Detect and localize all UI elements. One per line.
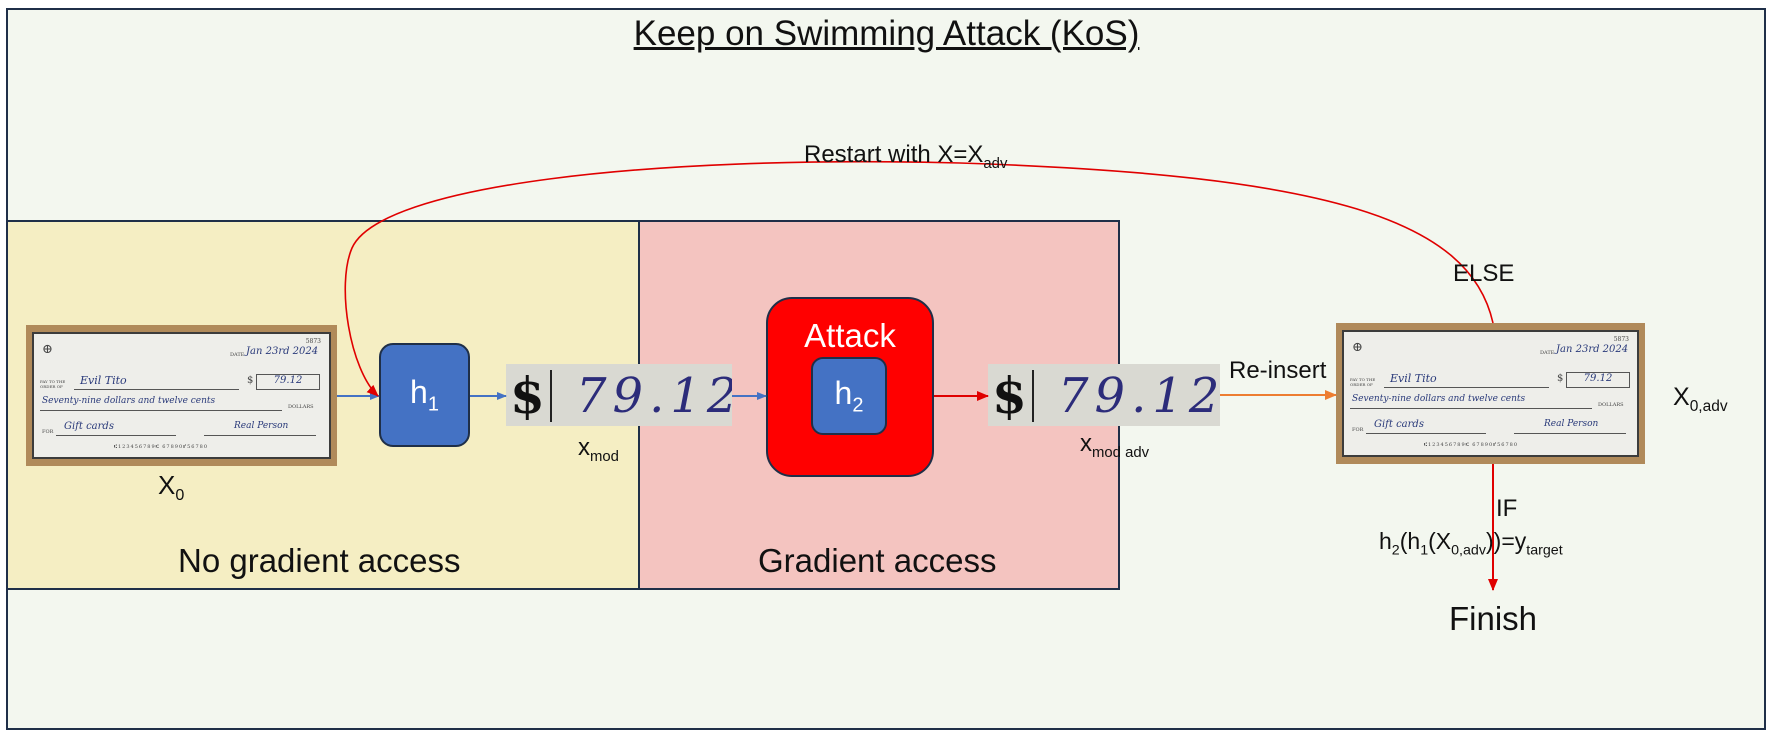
h2-model-box: h2	[811, 357, 887, 435]
check-face: ⊕ 5873 DATE Jan 23rd 2024 PAY TO THE ORD…	[32, 332, 331, 459]
h2-label: h2	[834, 374, 864, 417]
x0-label: X0	[158, 470, 185, 505]
x0adv-label: X0,adv	[1673, 383, 1728, 415]
arrow-restart-loop	[344, 160, 1494, 397]
original-check-image: ⊕ 5873 DATE Jan 23rd 2024 PAY TO THE ORD…	[26, 325, 337, 466]
check-amount-box: 79.12	[256, 374, 320, 390]
check-dollars-label: DOLLARS	[1598, 402, 1624, 408]
check-memo: Gift cards	[64, 421, 114, 432]
check-routing: ⑆123456789⑆ 67890⑈56780	[1424, 442, 1519, 448]
check-written-amount: Seventy-nine dollars and twelve cents	[42, 396, 216, 406]
attack-label: Attack	[804, 317, 896, 354]
check-payee: Evil Tito	[80, 374, 127, 387]
gradient-label: Gradient access	[758, 542, 997, 579]
xmod-adv-amount-crop: $ 79.12	[988, 364, 1220, 426]
finish-label: Finish	[1449, 600, 1538, 637]
check-signature: Real Person	[1544, 419, 1599, 429]
xmod-adv-label: xmod adv	[1080, 430, 1150, 461]
check-dollars-label: DOLLARS	[288, 404, 314, 410]
check-written-amount: Seventy-nine dollars and twelve cents	[1352, 394, 1526, 404]
restart-label: Restart with X=Xadv	[804, 141, 1008, 172]
adversarial-check-image: ⊕ 5873 DATE Jan 23rd 2024 PAY TO THE ORD…	[1336, 323, 1645, 464]
check-signature: Real Person	[234, 421, 289, 431]
check-payee-prefix: PAY TO THE ORDER OF	[1350, 377, 1376, 387]
check-face: ⊕ 5873 DATE Jan 23rd 2024 PAY TO THE ORD…	[1342, 330, 1639, 457]
check-date: Jan 23rd 2024	[1556, 344, 1629, 355]
no-gradient-label: No gradient access	[178, 542, 461, 579]
h1-model-box: h1	[379, 343, 470, 447]
condition-label: h2(h1(X0,adv))=ytarget	[1379, 528, 1563, 559]
check-memo: Gift cards	[1374, 419, 1424, 430]
reinsert-label: Re-insert	[1229, 357, 1327, 384]
check-date: Jan 23rd 2024	[246, 346, 319, 357]
check-date-label: DATE	[230, 352, 245, 358]
globe-icon: ⊕	[42, 342, 53, 357]
check-for-label: FOR	[42, 429, 54, 435]
check-number: 5873	[305, 338, 321, 345]
check-date-label: DATE	[1540, 350, 1555, 356]
dollar-sign: $	[992, 366, 1027, 425]
globe-icon: ⊕	[1352, 340, 1363, 355]
check-payee: Evil Tito	[1390, 372, 1437, 385]
dollar-sign: $	[510, 366, 545, 425]
xmod-label: xmod	[578, 434, 619, 465]
diagram-title: Keep on Swimming Attack (KoS)	[633, 14, 1140, 53]
if-label: IF	[1496, 495, 1518, 522]
check-for-label: FOR	[1352, 427, 1364, 433]
check-routing: ⑆123456789⑆ 67890⑈56780	[114, 444, 209, 450]
check-number: 5873	[1613, 336, 1629, 343]
else-label: ELSE	[1453, 260, 1515, 287]
amount-digits: 79.12	[576, 368, 732, 424]
check-payee-prefix: PAY TO THE ORDER OF	[40, 379, 66, 389]
h1-label: h1	[410, 373, 439, 416]
check-amount-box: 79.12	[1566, 372, 1630, 388]
xmod-amount-crop: $ 79.12	[506, 364, 732, 426]
amount-digits: 79.12	[1058, 368, 1220, 424]
